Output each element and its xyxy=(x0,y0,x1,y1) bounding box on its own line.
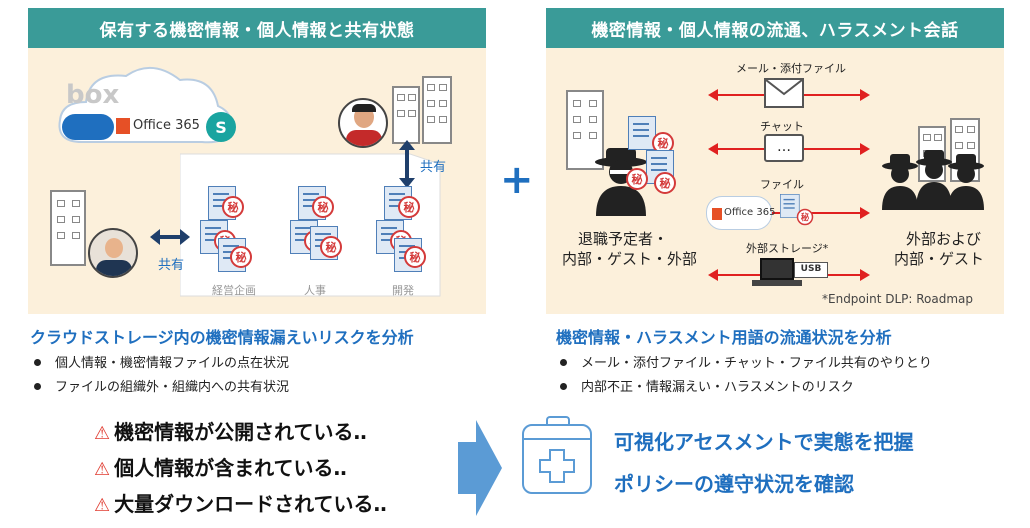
document-icon xyxy=(628,116,656,150)
left-bullet-2: ファイルの組織外・組織内への共有状況 xyxy=(34,376,289,395)
confidential-doc-stack-2: 秘 秘 秘 xyxy=(290,186,350,276)
left-bullet-1: 個人情報・機密情報ファイルの点在状況 xyxy=(34,352,289,371)
result-arrow-icon xyxy=(458,420,502,516)
secret-seal: 秘 xyxy=(222,196,244,218)
warning-3: ⚠大量ダウンロードされている‥ xyxy=(94,488,387,517)
footnote: *Endpoint DLP: Roadmap xyxy=(822,292,974,306)
secret-seal: 秘 xyxy=(654,172,676,194)
office365-logo: Office 365 xyxy=(133,118,200,133)
external-label-2: 内部・ゲスト xyxy=(894,250,985,268)
right-bullet-2-text: 内部不正・情報漏えい・ハラスメントのリスク xyxy=(581,380,854,395)
building-icon-3 xyxy=(422,76,452,144)
right-bullet-1-text: メール・添付ファイル・チャット・ファイル共有のやりとり xyxy=(581,356,932,371)
right-panel-header: 機密情報・個人情報の流通、ハラスメント会話 xyxy=(546,8,1004,48)
warning-1-text: 機密情報が公開されている‥ xyxy=(114,420,367,444)
office365-label-right: Office 365 xyxy=(724,207,776,218)
folder-label-1: 経営企画 xyxy=(212,284,256,297)
outcome-2: ポリシーの遵守状況を確認 xyxy=(614,472,854,496)
insider-label-2: 内部・ゲスト・外部 xyxy=(562,250,698,268)
secret-seal: 秘 xyxy=(626,168,648,190)
onedrive-icon xyxy=(62,114,114,140)
share-arrow-left xyxy=(150,229,190,245)
left-section-title: クラウドストレージ内の機密情報漏えいリスクを分析 xyxy=(30,328,414,347)
external-spies-icon xyxy=(882,150,984,210)
file-doc-stack: 秘 xyxy=(780,194,820,234)
right-panel-header-text: 機密情報・個人情報の流通、ハラスメント会話 xyxy=(591,20,959,41)
building-icon-2 xyxy=(392,86,420,144)
mail-icon xyxy=(764,78,804,108)
folder-label-3: 開発 xyxy=(392,284,414,297)
external-building-icon-2 xyxy=(950,118,980,182)
folder-label-2: 人事 xyxy=(304,284,326,297)
warning-1: ⚠機密情報が公開されている‥ xyxy=(94,416,367,445)
laptop-icon xyxy=(760,258,794,280)
secret-seal: 秘 xyxy=(404,246,426,268)
building-icon xyxy=(50,190,86,266)
office-icon-right xyxy=(712,208,722,220)
office-icon xyxy=(116,118,130,134)
left-panel-header: 保有する機密情報・個人情報と共有状態 xyxy=(28,8,486,48)
share-label-left: 共有 xyxy=(158,258,185,273)
right-bullet-1: メール・添付ファイル・チャット・ファイル共有のやりとり xyxy=(560,352,932,371)
insider-label-1: 退職予定者・ xyxy=(578,230,669,248)
first-aid-kit-icon xyxy=(522,416,592,494)
share-arrow-right xyxy=(399,140,415,188)
channel-label-chat: チャット xyxy=(760,120,804,133)
right-section-title: 機密情報・ハラスメント用語の流通状況を分析 xyxy=(556,328,892,347)
confidential-doc-stack-3: 秘 秘 秘 xyxy=(376,186,436,276)
user-avatar-left xyxy=(88,228,138,278)
warning-3-text: 大量ダウンロードされている‥ xyxy=(114,492,387,516)
secret-seal: 秘 xyxy=(796,208,814,226)
secret-seal: 秘 xyxy=(312,196,334,218)
document-icon xyxy=(780,194,800,218)
insider-doc-stack: 秘 秘 秘 xyxy=(622,116,682,196)
warning-icon: ⚠ xyxy=(94,495,111,516)
laptop-base xyxy=(752,280,802,286)
plus-icon: + xyxy=(500,157,534,203)
left-bullet-1-text: 個人情報・機密情報ファイルの点在状況 xyxy=(55,356,290,371)
warning-2: ⚠個人情報が含まれている‥ xyxy=(94,452,347,481)
left-bullet-2-text: ファイルの組織外・組織内への共有状況 xyxy=(55,380,290,395)
insider-building-icon xyxy=(566,90,604,170)
spy-icon xyxy=(595,148,647,216)
channel-label-file: ファイル xyxy=(760,178,804,191)
share-label-right: 共有 xyxy=(420,160,447,175)
channel-label-storage: 外部ストレージ* xyxy=(746,242,829,255)
outcome-1: 可視化アセスメントで実態を把握 xyxy=(614,430,914,454)
confidential-doc-stack-1: 秘 秘 秘 xyxy=(200,186,260,276)
external-label-1: 外部および xyxy=(906,230,982,248)
right-bullet-2: 内部不正・情報漏えい・ハラスメントのリスク xyxy=(560,376,854,395)
chat-bubble-icon: … xyxy=(764,134,804,162)
left-panel-header-text: 保有する機密情報・個人情報と共有状態 xyxy=(99,20,415,41)
secret-seal: 秘 xyxy=(320,236,342,258)
warning-icon: ⚠ xyxy=(94,459,111,480)
usb-icon: USB xyxy=(794,262,828,278)
user-avatar-right xyxy=(338,98,388,148)
secret-seal: 秘 xyxy=(398,196,420,218)
warning-2-text: 個人情報が含まれている‥ xyxy=(114,456,347,480)
warning-icon: ⚠ xyxy=(94,423,111,444)
secret-seal: 秘 xyxy=(230,246,252,268)
box-logo: box xyxy=(66,80,120,110)
sharepoint-icon: S xyxy=(206,112,236,142)
channel-label-mail: メール・添付ファイル xyxy=(736,62,846,75)
